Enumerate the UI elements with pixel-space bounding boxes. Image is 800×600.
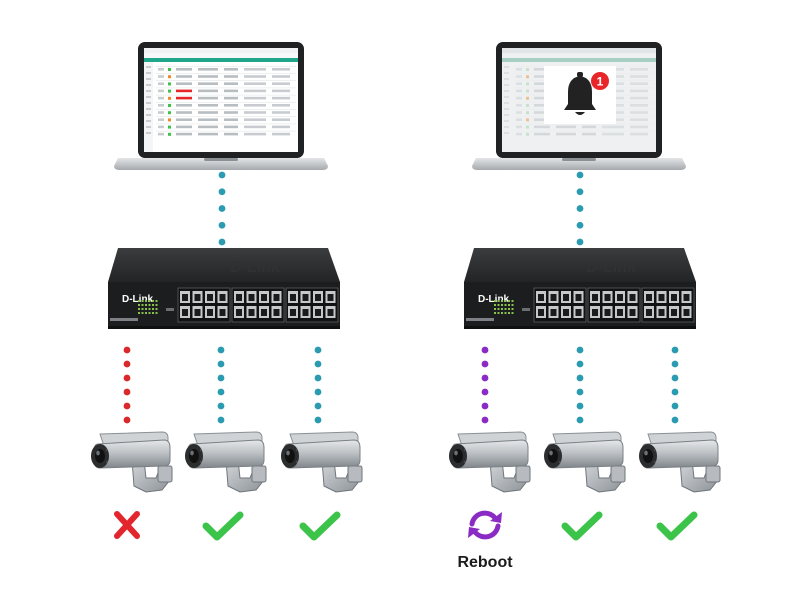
camera-link-3 [314,346,322,424]
alert-count: 1 [597,75,604,89]
ip-camera-3 [280,431,363,493]
check-icon [303,515,337,537]
ip-camera-5 [543,431,626,493]
switch-top-logo: D-Link [585,258,637,276]
ip-camera-6 [638,431,721,493]
camera-row [90,431,721,493]
cross-icon [114,511,140,539]
camera-link-5 [576,346,584,424]
reboot-icon [468,510,502,540]
camera-link-6 [671,346,679,424]
dashboard-table [146,66,296,136]
check-icon [206,515,240,537]
ip-camera-4 [448,431,531,493]
bell-icon [564,72,596,115]
laptop-left [114,42,328,170]
check-icon [660,515,694,537]
switch-top-logo: D-Link [229,258,281,276]
switch-top [108,248,340,282]
laptop-screen [144,48,298,152]
switch-top [464,248,696,282]
ip-camera-2 [184,431,267,493]
camera-link-2 [217,346,225,424]
laptop-right: 1 [472,42,686,170]
status-row [114,510,694,540]
switch-brand-logo: D-Link [478,294,510,305]
check-icon [565,515,599,537]
camera-link-1 [123,346,131,424]
uplink-right [576,171,584,246]
reboot-label: Reboot [457,554,513,571]
laptop-base [472,158,686,170]
camera-link-4 [481,346,489,424]
switch-brand-logo: D-Link [122,294,154,305]
laptop-base [114,158,328,170]
alert-badge [591,72,609,90]
ip-camera-1 [90,431,173,493]
connector-layer [123,171,679,424]
uplink-left [218,171,226,246]
